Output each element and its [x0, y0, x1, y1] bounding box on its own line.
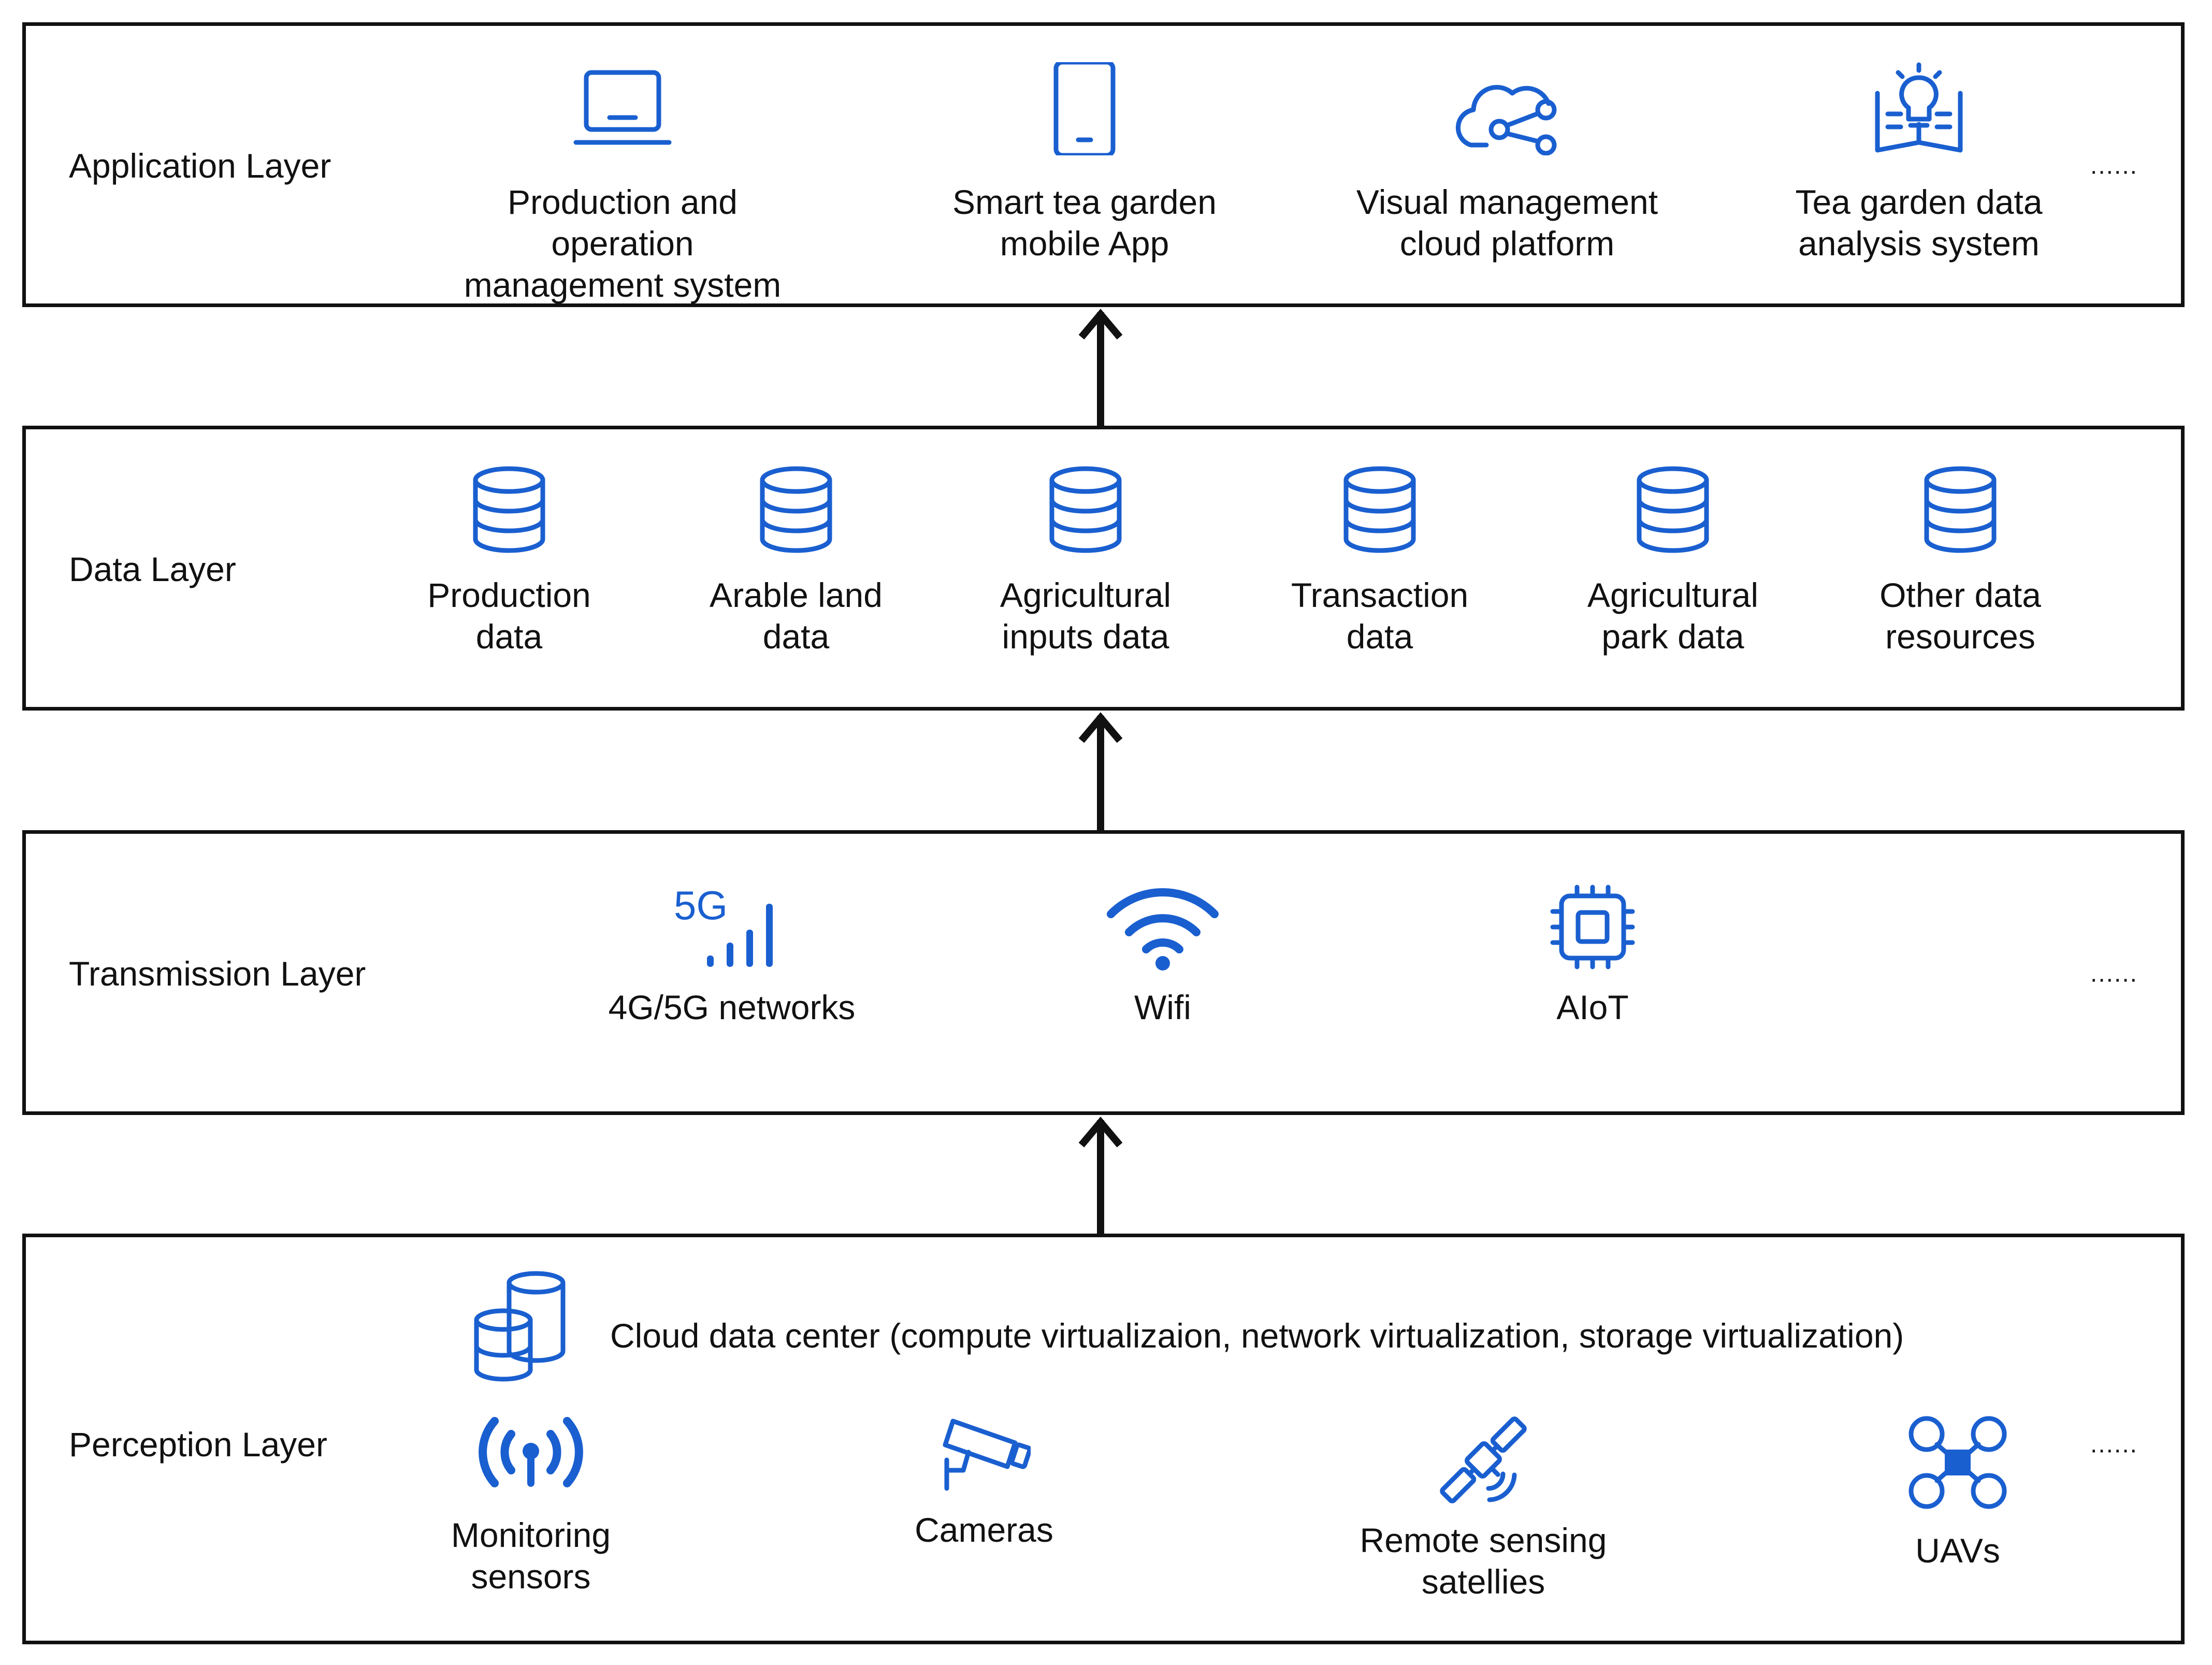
more-ellipsis: ......	[2090, 1430, 2138, 1458]
arrow-up-data-to-application	[1078, 309, 1123, 426]
database-icon	[1343, 466, 1416, 553]
app-item-production-system: Production and operation management syst…	[436, 62, 809, 306]
perc-item-label: Remote sensing satellies	[1360, 1521, 1607, 1601]
database-icon	[1637, 466, 1709, 553]
data-item-label: Transaction data	[1291, 576, 1469, 656]
data-layer-box: Data Layer Production data Arable land d…	[22, 426, 2185, 711]
data-item-other: Other data resources	[1774, 466, 2147, 657]
transmission-layer-box: Transmission Layer 5G 4G/5G networks Wif…	[22, 830, 2185, 1115]
database-icon	[473, 466, 545, 553]
database-icon	[1924, 466, 1997, 553]
data-item-label: Agricultural park data	[1587, 576, 1759, 656]
drone-icon	[1909, 1416, 2007, 1509]
data-item-production: Production data	[323, 466, 696, 657]
perc-item-label: UAVs	[1915, 1531, 2000, 1570]
app-item-label: Tea garden data analysis system	[1795, 183, 2043, 263]
app-item-label: Smart tea garden mobile App	[952, 183, 1217, 263]
app-item-cloud-platform: Visual management cloud platform	[1321, 62, 1694, 264]
layer-title-transmission: Transmission Layer	[69, 954, 366, 993]
arrow-up-perception-to-transmission	[1078, 1117, 1123, 1234]
5g-signal-icon: 5G	[674, 883, 773, 967]
data-item-label: Production data	[427, 576, 591, 656]
lightbulb-book-icon	[1875, 62, 1963, 153]
5g-icon-text: 5G	[674, 883, 728, 928]
application-layer-box: Application Layer Production and operati…	[22, 22, 2185, 307]
security-camera-icon	[943, 1418, 1031, 1491]
data-item-transaction: Transaction data	[1193, 466, 1566, 657]
trans-item-label: AIoT	[1556, 988, 1629, 1026]
data-item-agricultural-inputs: Agricultural inputs data	[899, 466, 1272, 657]
laptop-icon	[573, 70, 672, 145]
arrow-up-transmission-to-data	[1078, 712, 1123, 830]
more-ellipsis: ......	[2090, 152, 2138, 180]
perc-item-sensors: Monitoring sensors	[344, 1411, 717, 1597]
trans-item-label: Wifi	[1134, 988, 1191, 1026]
layer-title-perception: Perception Layer	[69, 1425, 327, 1464]
wifi-icon	[1107, 888, 1219, 971]
perc-item-uavs: UAVs	[1771, 1411, 2144, 1571]
trans-item-aiot: AIoT	[1406, 883, 1779, 1028]
perc-item-cameras: Cameras	[798, 1411, 1170, 1551]
more-ellipsis: ......	[2090, 960, 2138, 988]
chip-icon	[1550, 885, 1635, 969]
sensor-signal-icon	[479, 1417, 583, 1487]
data-item-arable-land: Arable land data	[610, 466, 982, 657]
data-item-label: Agricultural inputs data	[1000, 576, 1172, 656]
perc-item-label: Cameras	[915, 1511, 1053, 1549]
perc-item-satellites: Remote sensing satellies	[1297, 1411, 1670, 1602]
app-item-label: Production and operation management syst…	[464, 183, 782, 304]
data-item-label: Other data resources	[1880, 576, 2041, 656]
cloud-share-icon	[1455, 85, 1557, 155]
perc-item-label: Monitoring sensors	[451, 1516, 611, 1596]
data-item-agricultural-park: Agricultural park data	[1486, 466, 1859, 657]
app-item-label: Visual management cloud platform	[1356, 183, 1658, 263]
smartphone-icon	[1053, 62, 1116, 155]
database-icon	[1049, 466, 1122, 553]
satellite-icon	[1440, 1416, 1527, 1503]
app-item-mobile-app: Smart tea garden mobile App	[898, 62, 1271, 264]
data-item-label: Arable land data	[710, 576, 883, 656]
layer-title-data: Data Layer	[69, 550, 236, 588]
app-item-analysis-system: Tea garden data analysis system	[1732, 62, 2105, 264]
trans-item-networks: 5G 4G/5G networks	[545, 883, 918, 1028]
layer-title-application: Application Layer	[69, 147, 331, 185]
cloud-database-icon	[474, 1271, 566, 1382]
trans-item-wifi: Wifi	[976, 883, 1349, 1028]
database-icon	[760, 466, 832, 553]
cloud-data-center-label: Cloud data center (compute virtualizaion…	[610, 1316, 1904, 1355]
perception-layer-box: Perception Layer Cloud data center (comp…	[22, 1234, 2185, 1644]
trans-item-label: 4G/5G networks	[608, 988, 856, 1026]
